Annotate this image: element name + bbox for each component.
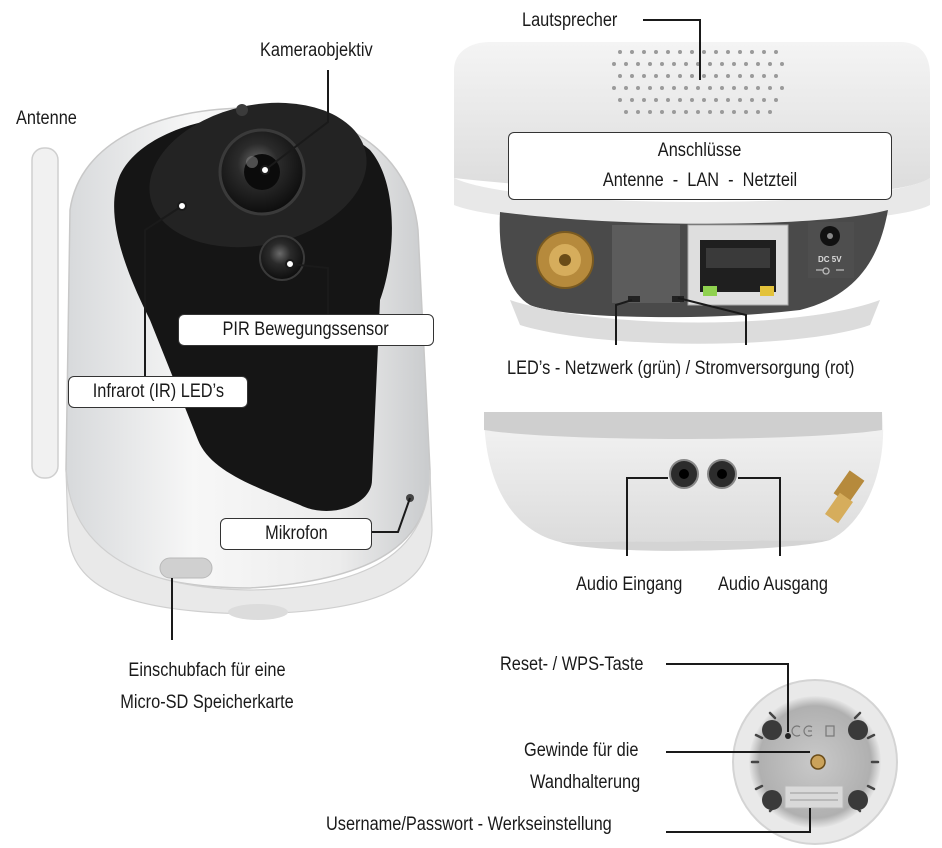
lan-port xyxy=(687,224,789,306)
label-pir: PIR Bewegungssensor xyxy=(222,319,390,340)
camera-side-view xyxy=(484,412,884,551)
leader-audio-in xyxy=(626,477,668,556)
dc-jack xyxy=(808,222,854,278)
speaker-grill xyxy=(612,50,784,114)
screw-hole-1 xyxy=(762,720,782,740)
leader-pir xyxy=(289,263,329,316)
pir-sensor xyxy=(259,235,305,281)
antenna xyxy=(31,147,59,479)
callout-anschluesse: Anschlüsse Antenne - LAN - Netzteil xyxy=(508,132,892,200)
label-gewinde-line1: Gewinde für die xyxy=(524,740,639,761)
label-kameraobjektiv: Kameraobjektiv xyxy=(260,40,373,61)
label-sticker xyxy=(784,785,844,809)
leader-leds-right xyxy=(677,297,747,345)
label-gewinde-line2: Wandhalterung xyxy=(530,772,641,793)
label-audio-ausgang: Audio Ausgang xyxy=(718,574,828,595)
leader-reset xyxy=(666,663,789,732)
camera-base xyxy=(65,469,433,615)
camera-foot xyxy=(228,604,288,620)
label-lautsprecher: Lautsprecher xyxy=(522,10,618,31)
label-einschub-line2: Micro-SD Speicherkarte xyxy=(120,692,294,713)
label-infrarot: Infrarot (IR) LED’s xyxy=(92,381,224,402)
antenna-connector xyxy=(536,231,594,289)
label-audio-eingang: Audio Eingang xyxy=(576,574,683,595)
callout-infrarot: Infrarot (IR) LED’s xyxy=(68,376,248,408)
dc-marking: DC 5V xyxy=(818,255,842,264)
label-anschluesse-title: Anschlüsse xyxy=(658,140,742,161)
camera-bottom-view xyxy=(732,679,898,845)
label-username: Username/Passwort - Werkseinstellung xyxy=(326,814,612,835)
led-network xyxy=(628,296,640,302)
leader-username xyxy=(666,808,811,833)
callout-pir: PIR Bewegungssensor xyxy=(178,314,434,346)
leader-lines xyxy=(144,19,811,833)
callout-mikrofon: Mikrofon xyxy=(220,518,372,550)
screw-hole-4 xyxy=(848,790,868,810)
screw-hole-2 xyxy=(848,720,868,740)
label-antenne: Antenne xyxy=(16,108,77,129)
label-einschub-line1: Einschubfach für eine xyxy=(128,660,286,681)
label-leds: LED’s - Netzwerk (grün) / Stromversorgun… xyxy=(507,358,855,379)
screw-hole-3 xyxy=(762,790,782,810)
leader-lautsprecher xyxy=(643,19,701,80)
label-mikrofon: Mikrofon xyxy=(264,523,328,544)
leader-leds-left xyxy=(615,299,633,345)
sd-card-slot xyxy=(159,557,213,579)
reset-button xyxy=(785,733,791,739)
label-anschluesse-sub: Antenne - LAN - Netzteil xyxy=(602,170,798,191)
leader-audio-out xyxy=(738,477,781,556)
thread-mount xyxy=(810,754,826,770)
leader-infrarot xyxy=(144,205,183,376)
led-panel xyxy=(612,225,680,303)
leader-mikrofon xyxy=(372,497,411,533)
label-reset: Reset- / WPS-Taste xyxy=(500,654,644,675)
leader-kameraobjektiv xyxy=(264,70,329,171)
camera-front-view xyxy=(31,102,433,620)
side-antenna-connector xyxy=(824,470,865,524)
